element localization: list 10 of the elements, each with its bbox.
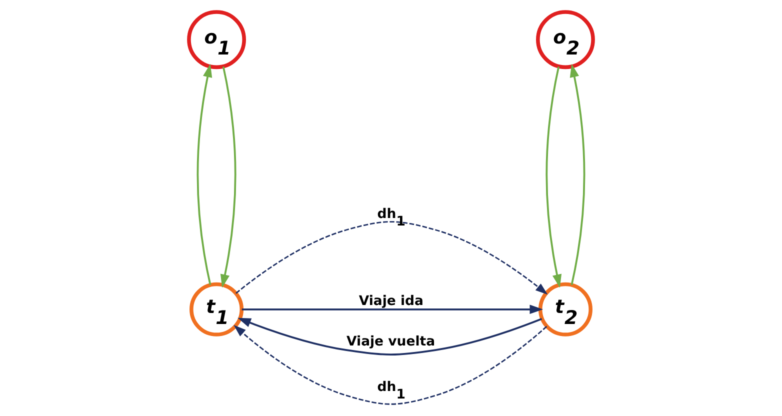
- arrow: [238, 318, 542, 356]
- arrow: [546, 66, 562, 288]
- arrow: [570, 64, 586, 286]
- arrow: [220, 66, 236, 288]
- edge-label: Viaje vuelta: [346, 334, 436, 350]
- arrow: [196, 64, 212, 286]
- edge-label: Viaje ida: [358, 294, 424, 309]
- arrow: [236, 221, 548, 295]
- arrow: [242, 304, 544, 314]
- arrow: [234, 325, 548, 405]
